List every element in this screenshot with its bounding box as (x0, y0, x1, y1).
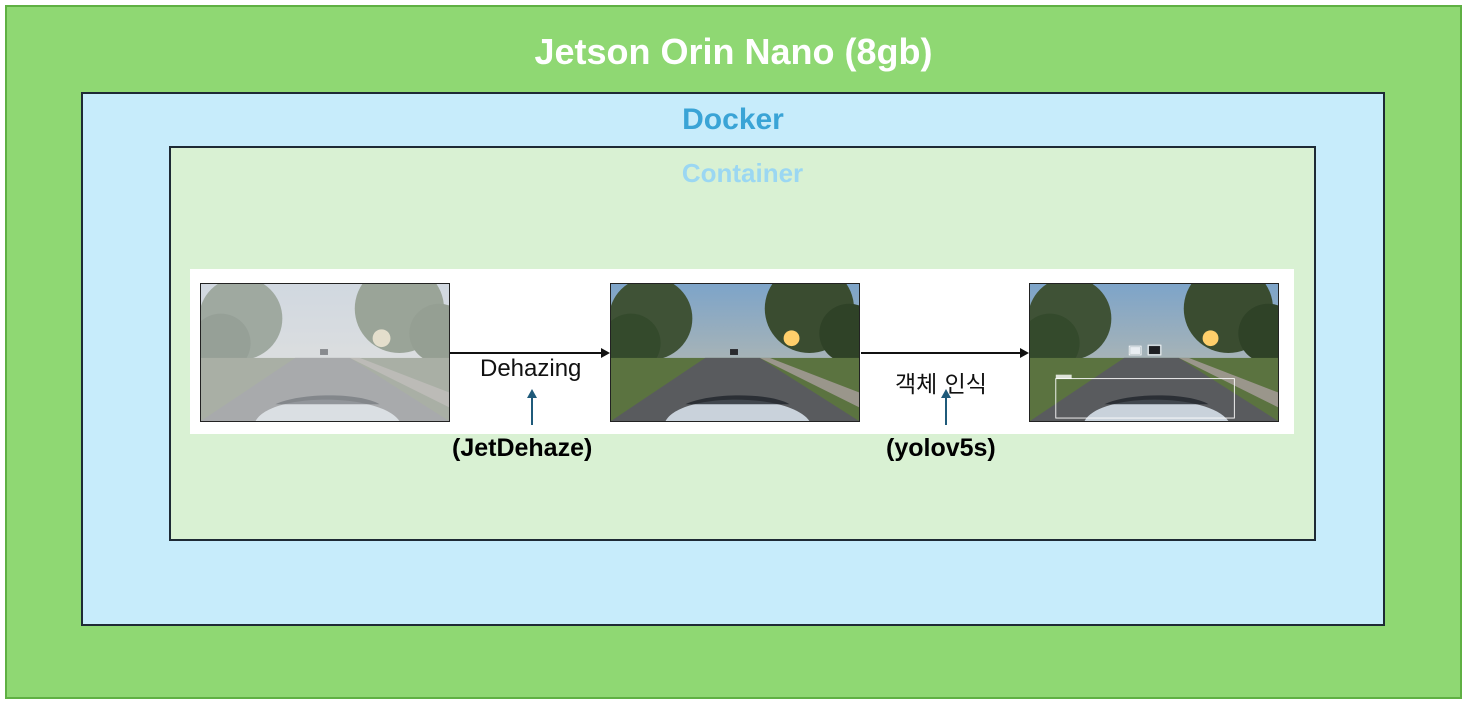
jetdehaze-label: (JetDehaze) (452, 434, 593, 462)
dehazed-image (610, 283, 860, 422)
jetdehaze-up-arrow (527, 389, 537, 425)
docker-title: Docker (682, 103, 784, 136)
detection-result-image (1029, 283, 1279, 422)
object-detection-label: 객체 인식 (895, 372, 987, 398)
container-title: Container (681, 158, 804, 188)
pipeline-panel: Dehazing 객체 인식 (190, 269, 1294, 434)
detection-arrow (861, 348, 1029, 358)
yolov5s-up-arrow (941, 389, 951, 425)
device-title: Jetson Orin Nano (8gb) (534, 31, 933, 72)
yolov5s-label: (yolov5s) (886, 434, 996, 462)
dehazing-label: Dehazing (480, 355, 582, 382)
hazy-input-image (200, 283, 450, 422)
dehazing-arrow (450, 348, 610, 358)
